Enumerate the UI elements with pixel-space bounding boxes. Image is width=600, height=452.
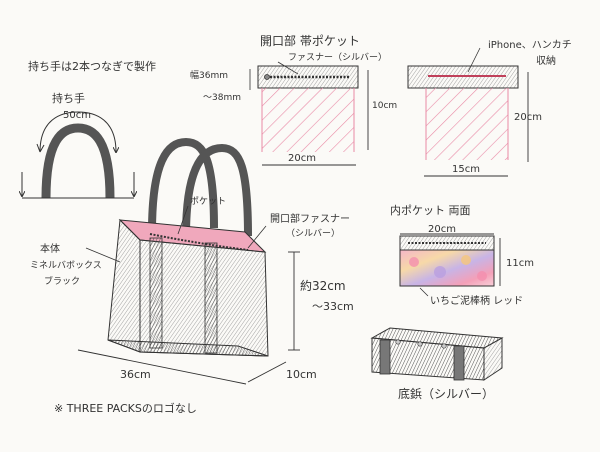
phone-pocket-height: 20cm (514, 112, 542, 123)
inner-pocket-width: 20cm (428, 224, 456, 235)
inner-pocket-fabric-label: いちご泥棒柄 レッド (430, 294, 523, 307)
stud-icon-3 (441, 343, 447, 349)
opening-pocket-width: 20cm (288, 153, 316, 164)
bag-bottom (107, 339, 269, 357)
bag-pocket-leader (177, 205, 189, 235)
phone-pocket-width: 15cm (452, 164, 480, 175)
opening-pocket-height: 10cm (372, 101, 397, 111)
bag-body-label-2: ミネルバボックス (30, 260, 102, 271)
handle-drawing-hatch (42, 124, 114, 199)
opening-pocket-title: 開口部 帯ポケット (260, 33, 360, 48)
bag-width: 36cm (120, 368, 151, 381)
handle-arc-start-arrow (36, 143, 45, 153)
opening-pocket-width-alt: 〜38mm (203, 93, 241, 103)
handle-section: 持ち手は2本つなぎで製作 持ち手 50cm (22, 59, 156, 199)
inner-pocket-fabric-leader (419, 287, 429, 297)
bottom-side-face (483, 337, 503, 381)
handle-label: 持ち手 (52, 91, 85, 105)
inner-pocket-height: 11cm (506, 258, 534, 269)
bag-zip-leader (247, 225, 267, 249)
bag-body-label-3: ブラック (44, 275, 80, 287)
opening-pocket-body (262, 88, 354, 152)
bag-pocket-label: ポケット (190, 196, 226, 207)
opening-pocket-band (257, 65, 359, 89)
opening-pocket-section: 開口部 帯ポケット ファスナー（シルバー） 幅36mm 〜38mm 10cm 2… (190, 33, 397, 166)
fabric-pattern-dot-3 (461, 255, 471, 265)
stud-icon-1 (395, 339, 401, 345)
bag-body-leader (85, 247, 121, 263)
bag-opening-zip-label-1: 開口部ファスナー (270, 212, 350, 225)
bag-section: ポケット 開口部ファスナー （シルバー） 本体 ミネルバボックス ブラック 約3… (30, 137, 354, 385)
zip-pull-icon (264, 74, 270, 80)
bag-handle-back (148, 137, 218, 233)
footnote: ※ THREE PACKSのロゴなし (54, 401, 197, 415)
bag-height-2: 〜33cm (312, 300, 354, 313)
bag-opening-zipper (149, 233, 249, 251)
bag-height-1: 約32cm (300, 278, 346, 293)
bag-strap-right (204, 242, 218, 354)
bag-depth: 10cm (286, 368, 317, 381)
bottom-band-right (453, 345, 465, 381)
bag-opening-zip-label-2: （シルバー） (286, 228, 340, 239)
fabric-pattern-dot-1 (409, 257, 419, 267)
fabric-pattern-dot-4 (477, 271, 487, 281)
opening-pocket-zipper: ファスナー（シルバー） (288, 52, 387, 63)
phone-pocket-title-2: 収納 (536, 54, 556, 67)
phone-pocket-body (426, 88, 508, 160)
inner-pocket-fabric (399, 249, 495, 287)
bag-width-dim (77, 349, 247, 385)
bag-handle-front (182, 143, 252, 237)
handle-note: 持ち手は2本つなぎで製作 (28, 59, 156, 73)
handle-length: 50cm (63, 110, 91, 121)
inner-pocket-title: 内ポケット 両面 (390, 203, 471, 217)
bottom-band-left (379, 339, 391, 375)
inner-pocket-section: 内ポケット 両面 20cm 11cm いちご泥棒柄 レッド (390, 203, 534, 307)
handle-length-arc (39, 111, 116, 152)
phone-pocket-title-1: iPhone、ハンカチ (488, 39, 572, 51)
bag-strap-left (149, 237, 163, 349)
phone-pocket-section: iPhone、ハンカチ 収納 20cm 15cm (407, 39, 572, 177)
bottom-section: 底鋲（シルバー） (370, 327, 504, 401)
bag-side-panel (107, 218, 141, 353)
bag-body-label-1: 本体 (40, 242, 60, 255)
bottom-label: 底鋲（シルバー） (398, 386, 494, 401)
opening-pocket-width-label: 幅36mm (190, 69, 228, 81)
stud-icon-2 (417, 341, 423, 347)
bag-depth-dim (247, 361, 287, 383)
fabric-pattern-dot-2 (434, 266, 446, 278)
